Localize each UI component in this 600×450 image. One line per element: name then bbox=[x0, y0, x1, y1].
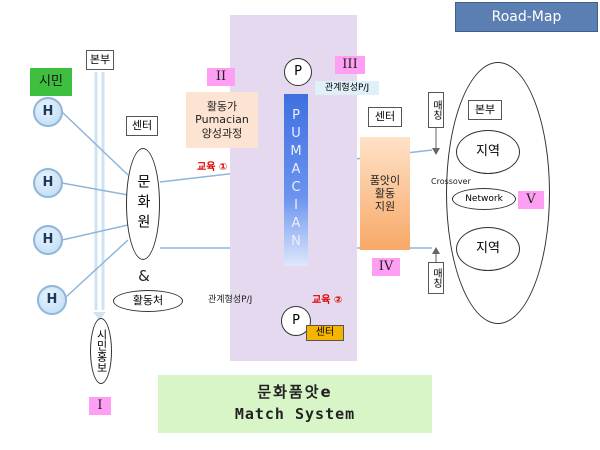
center-right-box: 센터 bbox=[368, 107, 402, 127]
citizen-pr-ellipse: 시민홍보 bbox=[90, 318, 112, 384]
bonbu-arrow-head bbox=[93, 312, 106, 320]
matching-top-box: 매칭 bbox=[428, 92, 444, 128]
center-left-box: 센터 bbox=[126, 116, 158, 136]
h3-line bbox=[61, 224, 129, 241]
roman-2-badge: II bbox=[207, 68, 235, 86]
region-network-ellipse bbox=[446, 62, 550, 324]
support-box: 품앗이 활동 지원 bbox=[360, 137, 410, 250]
support-line-1: 품앗이 bbox=[369, 173, 401, 187]
bonbu-right-box: 본부 bbox=[468, 100, 502, 120]
h-node-1: H bbox=[33, 97, 63, 127]
h-node-2: H bbox=[33, 168, 63, 198]
matching-top-label: 매칭 bbox=[430, 100, 442, 120]
citizen-pr-label: 시민홍보 bbox=[95, 329, 108, 373]
pumacian-bar: PUMACIAN bbox=[284, 94, 308, 266]
region-top-ellipse: 지역 bbox=[456, 130, 520, 174]
footer-title: 문화품앗e bbox=[257, 383, 333, 401]
roman-1-badge: I bbox=[89, 397, 111, 415]
relation-bottom-label: 관계형성P/J bbox=[208, 295, 253, 305]
relation-top-label: 관계형성P/J bbox=[315, 81, 379, 95]
h1-line bbox=[61, 111, 129, 176]
education-1-label: 교육 ① bbox=[197, 162, 228, 173]
region-bottom-ellipse: 지역 bbox=[456, 227, 520, 271]
culture-center-label: 문화원 bbox=[135, 174, 151, 234]
h-node-3: H bbox=[33, 225, 63, 255]
citizen-label: 시민 bbox=[30, 68, 72, 96]
culture-center-ellipse: 문화원 bbox=[126, 148, 160, 260]
training-line-1: 활동가 bbox=[206, 100, 238, 114]
roadmap-badge: Road-Map bbox=[455, 2, 598, 32]
matching-top-arrowhead bbox=[432, 148, 440, 155]
roman-3-badge: III bbox=[335, 56, 365, 74]
roman-4-badge: IV bbox=[372, 258, 400, 276]
pumacian-label: PUMACIAN bbox=[288, 108, 304, 252]
h4-line bbox=[65, 239, 129, 298]
support-line-2: 활동 bbox=[374, 186, 396, 200]
h2-line bbox=[61, 182, 129, 196]
crossover-label: Crossover bbox=[431, 177, 471, 186]
training-line-3: 양성과정 bbox=[201, 126, 243, 140]
footer-box: 문화품앗e Match System bbox=[158, 375, 432, 433]
network-ellipse: Network bbox=[452, 188, 516, 210]
center-bottom-badge: 센터 bbox=[306, 325, 344, 341]
footer-subtitle: Match System bbox=[234, 405, 356, 423]
activity-place-ellipse: 활동처 bbox=[113, 290, 183, 312]
training-line-2: Pumacian bbox=[195, 113, 249, 127]
matching-bottom-label: 매칭 bbox=[430, 268, 442, 288]
h-node-4: H bbox=[37, 285, 67, 315]
ampersand: & bbox=[138, 267, 150, 285]
training-box: 활동가 Pumacian 양성과정 bbox=[186, 92, 258, 148]
matching-bottom-arrowhead bbox=[432, 247, 440, 254]
p-node-top: P bbox=[284, 58, 312, 86]
support-line-3: 지원 bbox=[374, 200, 396, 214]
matching-bottom-box: 매칭 bbox=[428, 262, 444, 294]
education-2-label: 교육 ② bbox=[312, 295, 343, 306]
bonbu-left-box: 본부 bbox=[86, 50, 114, 70]
